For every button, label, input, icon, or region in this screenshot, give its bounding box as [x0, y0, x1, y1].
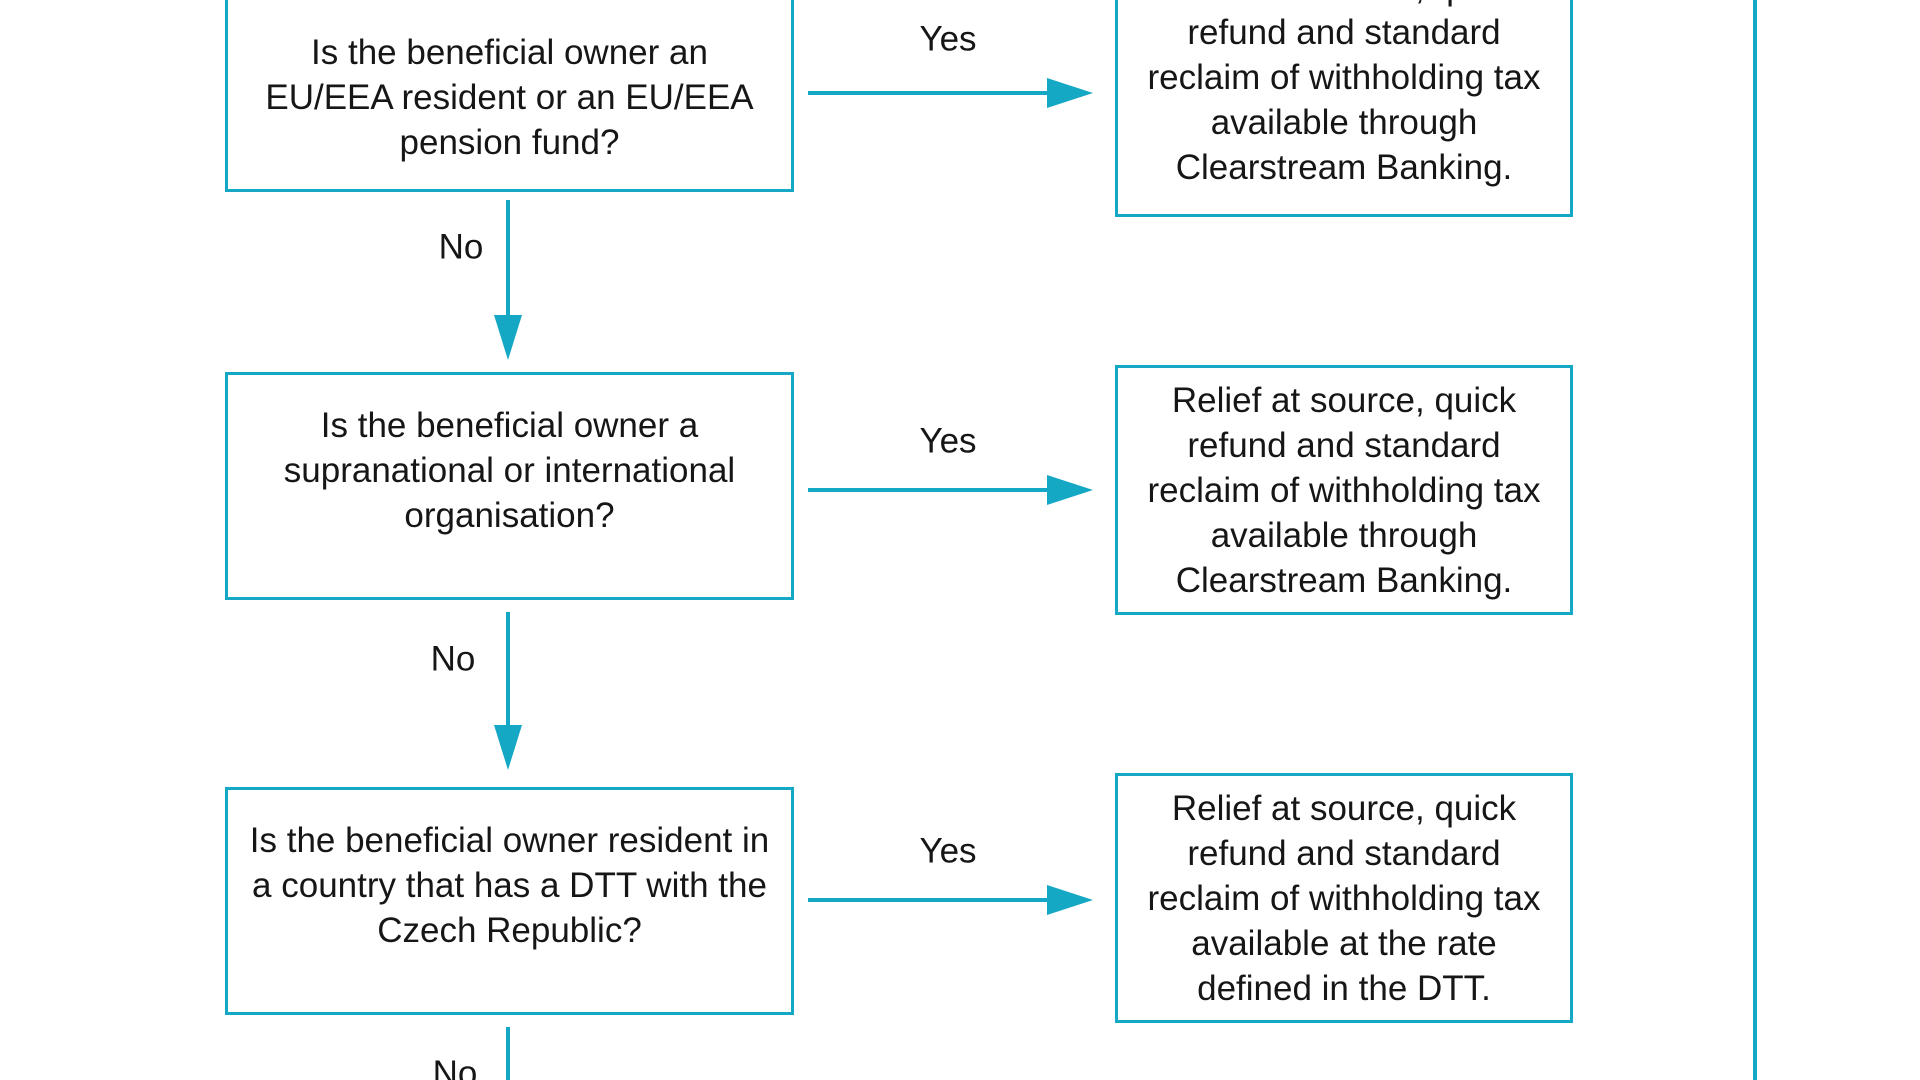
result-box-1-line-3: reclaim of withholding tax: [1147, 57, 1541, 97]
yes-label-1: Yes: [919, 19, 977, 59]
result-box-2-text: Relief at source, quick refund and stand…: [1148, 378, 1541, 603]
question-box-2-line-3: organisation?: [404, 495, 615, 535]
no-arrow-1-line: [506, 200, 510, 315]
yes-label-3: Yes: [919, 831, 977, 871]
no-label-2: No: [430, 639, 476, 679]
question-box-3-line-2: a country that has a DTT with the: [252, 865, 767, 905]
no-label-1: No: [438, 227, 484, 267]
result-box-2-line-5: Clearstream Banking.: [1175, 560, 1513, 600]
question-box-2: Is the beneficial owner a supranational …: [225, 372, 794, 600]
yes-arrow-1-line: [808, 91, 1048, 95]
question-box-2-line-2: supranational or international: [283, 450, 736, 490]
yes-label-2: Yes: [919, 421, 977, 461]
question-box-1-text: Is the beneficial owner an EU/EEA reside…: [265, 30, 753, 165]
no-label-3: No: [432, 1054, 478, 1080]
question-box-1-line-3: pension fund?: [399, 122, 620, 162]
right-connector-line: [1753, 0, 1757, 1080]
question-box-3-text: Is the beneficial owner resident in a co…: [250, 818, 769, 953]
arrow-right-icon: [1047, 885, 1093, 915]
result-box-3-line-5: defined in the DTT.: [1197, 968, 1491, 1008]
yes-arrow-3-line: [808, 898, 1048, 902]
result-box-1-line-4: available through: [1210, 102, 1478, 142]
result-box-1-line-2: refund and standard: [1187, 12, 1501, 52]
question-box-2-text: Is the beneficial owner a supranational …: [284, 403, 735, 538]
question-box-3-line-1: Is the beneficial owner resident in: [249, 820, 770, 860]
result-box-1-line-5: Clearstream Banking.: [1175, 147, 1513, 187]
result-box-2-line-3: reclaim of withholding tax: [1147, 470, 1541, 510]
question-box-3: Is the beneficial owner resident in a co…: [225, 787, 794, 1015]
question-box-1-line-1: Is the beneficial owner an: [311, 32, 708, 72]
arrow-down-icon: [494, 725, 522, 770]
result-box-3-line-1: Relief at source, quick: [1171, 788, 1517, 828]
arrow-down-icon: [494, 315, 522, 360]
question-box-2-line-1: Is the beneficial owner a: [320, 405, 699, 445]
result-box-1-line-1: Relief at source, quick: [1148, 0, 1541, 10]
result-box-3: Relief at source, quick refund and stand…: [1115, 773, 1573, 1023]
result-box-1-text: Relief at source, quick refund and stand…: [1148, 0, 1541, 190]
no-arrow-3-line: [506, 1027, 510, 1080]
result-box-2-line-1: Relief at source, quick: [1171, 380, 1517, 420]
result-box-3-text: Relief at source, quick refund and stand…: [1148, 786, 1541, 1011]
question-box-1: Is the beneficial owner an EU/EEA reside…: [225, 0, 794, 192]
result-box-3-line-4: available at the rate: [1191, 923, 1497, 963]
yes-arrow-2-line: [808, 488, 1048, 492]
result-box-3-line-2: refund and standard: [1187, 833, 1501, 873]
arrow-right-icon: [1047, 475, 1093, 505]
question-box-3-line-3: Czech Republic?: [377, 910, 642, 950]
arrow-right-icon: [1047, 78, 1093, 108]
result-box-2-line-2: refund and standard: [1187, 425, 1501, 465]
result-box-1: Relief at source, quick refund and stand…: [1115, 0, 1573, 217]
result-box-2: Relief at source, quick refund and stand…: [1115, 365, 1573, 615]
result-box-2-line-4: available through: [1210, 515, 1478, 555]
result-box-3-line-3: reclaim of withholding tax: [1147, 878, 1541, 918]
no-arrow-2-line: [506, 612, 510, 725]
question-box-1-line-2: EU/EEA resident or an EU/EEA: [265, 77, 754, 117]
